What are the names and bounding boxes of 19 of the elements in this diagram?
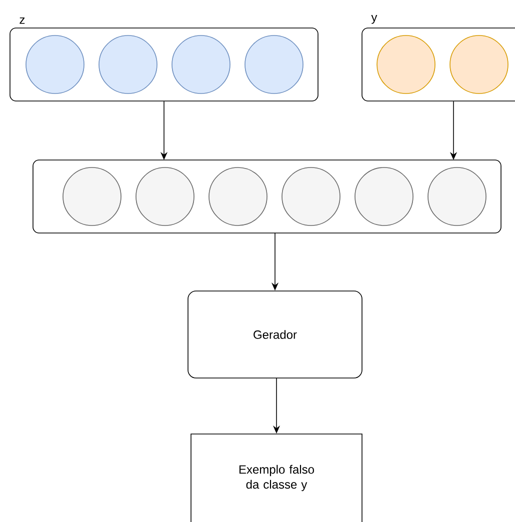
circle bbox=[244, 35, 304, 94]
layer-box: y bbox=[362, 14, 515, 102]
process-box: Exemplo falso da classe y bbox=[190, 434, 362, 522]
circle bbox=[376, 35, 436, 94]
circle bbox=[26, 35, 84, 94]
node-label: y bbox=[371, 14, 378, 24]
circle bbox=[428, 167, 486, 226]
circle bbox=[98, 35, 158, 94]
circle bbox=[208, 167, 268, 226]
process-box: Gerador bbox=[188, 290, 362, 378]
circle bbox=[136, 167, 194, 226]
node-label: z bbox=[20, 17, 25, 24]
circle bbox=[354, 167, 414, 226]
circle bbox=[450, 35, 508, 94]
circle bbox=[282, 167, 340, 226]
layer-box bbox=[32, 160, 502, 234]
circle bbox=[62, 167, 122, 226]
layer-box: z bbox=[10, 17, 318, 102]
circle bbox=[172, 35, 230, 94]
